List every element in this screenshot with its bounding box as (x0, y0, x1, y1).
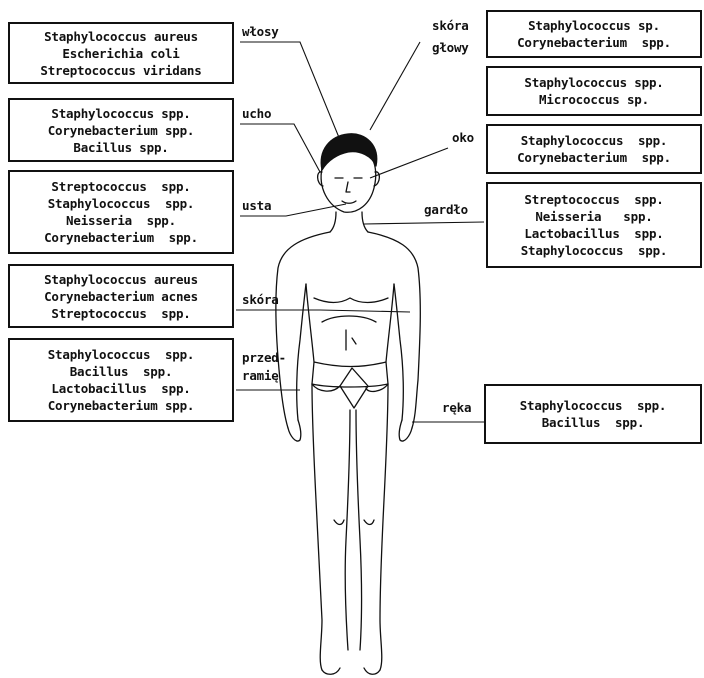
bacteria-name: Staphylococcus spp. (51, 105, 190, 122)
bacteria-name: Staphylococcus spp. (521, 242, 668, 259)
mouth (342, 201, 356, 203)
bacteria-name: Escherichia coli (62, 45, 179, 62)
box-skora: Staphylococcus aureus Corynebacterium ac… (8, 264, 234, 328)
neck-left (330, 212, 336, 232)
bacteria-name: Micrococcus sp. (539, 91, 649, 108)
label-gardlo: gardło (424, 202, 468, 218)
leader-ucho (240, 124, 320, 172)
box-wlosy: Staphylococcus aureus Escherichia coli S… (8, 22, 234, 84)
bacteria-name: Streptococcus spp. (51, 178, 190, 195)
ribs (322, 316, 376, 322)
left-shoulder (276, 232, 330, 428)
right-inner-arm (394, 284, 403, 420)
leader-oko (370, 148, 448, 178)
box-gardlo: Streptococcus spp. Neisseria spp. Lactob… (486, 182, 702, 268)
bacteria-name: Neisseria spp. (535, 208, 652, 225)
right-shoulder (368, 232, 420, 428)
label-skora-glowy-1: skóra (432, 18, 469, 34)
chest (314, 298, 388, 303)
bacteria-name: Bacillus spp. (70, 363, 173, 380)
neck-right (362, 212, 368, 232)
label-skora-glowy-2: głowy (432, 40, 469, 56)
abdomen (346, 330, 356, 350)
briefs-legs (312, 384, 388, 391)
knees (334, 520, 374, 525)
bacteria-name: Corynebacterium spp. (517, 34, 671, 51)
briefs-diamond (340, 368, 368, 408)
torso-right (386, 284, 394, 362)
box-glowa-2: Staphylococcus spp. Micrococcus sp. (486, 66, 702, 116)
bacteria-name: Streptococcus spp. (51, 305, 190, 322)
bacteria-name: Neisseria spp. (66, 212, 176, 229)
leader-skora-glowy (370, 42, 420, 130)
bacteria-name: Corynebacterium spp. (48, 397, 195, 414)
bacteria-name: Staphylococcus sp. (528, 17, 660, 34)
label-oko: oko (452, 130, 474, 146)
bacteria-name: Staphylococcus spp. (521, 132, 668, 149)
box-skora-glowy: Staphylococcus sp. Corynebacterium spp. (486, 10, 702, 58)
feet (322, 668, 380, 674)
left-inner-arm (297, 284, 306, 420)
box-ucho: Staphylococcus spp. Corynebacterium spp.… (8, 98, 234, 162)
label-przedramie-2: ramię (242, 368, 279, 384)
torso-left (306, 284, 314, 362)
bacteria-name: Streptococcus viridans (40, 62, 201, 79)
bacteria-name: Corynebacterium spp. (517, 149, 671, 166)
bacteria-name: Streptococcus spp. (524, 191, 663, 208)
bacteria-name: Bacillus spp. (73, 139, 168, 156)
bacteria-name: Staphylococcus spp. (48, 346, 195, 363)
right-hand (399, 420, 412, 441)
left-leg-outer (312, 384, 322, 670)
bacteria-name: Corynebacterium spp. (48, 122, 195, 139)
head-outline (321, 158, 376, 212)
leader-wlosy (240, 42, 340, 140)
box-przedramie: Staphylococcus spp. Bacillus spp. Lactob… (8, 338, 234, 422)
bacteria-name: Corynebacterium acnes (44, 288, 198, 305)
box-oko: Staphylococcus spp. Corynebacterium spp. (486, 124, 702, 174)
label-przedramie-1: przed- (242, 350, 286, 366)
box-usta: Streptococcus spp. Staphylococcus spp. N… (8, 170, 234, 254)
hair (321, 134, 376, 170)
label-reka: ręka (442, 400, 471, 416)
right-leg-outer (380, 384, 388, 670)
bacteria-name: Lactobacillus spp. (51, 380, 190, 397)
label-wlosy: włosy (242, 24, 279, 40)
bacteria-name: Staphylococcus spp. (520, 397, 667, 414)
bacteria-name: Staphylococcus aureus (44, 271, 198, 288)
label-skora: skóra (242, 292, 279, 308)
bacteria-name: Staphylococcus spp. (48, 195, 195, 212)
left-leg-inner (345, 410, 350, 650)
bacteria-name: Lactobacillus spp. (524, 225, 663, 242)
leader-skora (236, 310, 410, 312)
bacteria-name: Corynebacterium spp. (44, 229, 198, 246)
label-ucho: ucho (242, 106, 271, 122)
bacteria-name: Bacillus spp. (542, 414, 645, 431)
bacteria-name: Staphylococcus spp. (524, 74, 663, 91)
left-hand (288, 420, 301, 441)
leader-gardlo (364, 222, 484, 224)
bacteria-name: Staphylococcus aureus (44, 28, 198, 45)
box-reka: Staphylococcus spp. Bacillus spp. (484, 384, 702, 444)
briefs-band (312, 362, 388, 387)
label-usta: usta (242, 198, 271, 214)
right-leg-inner (356, 410, 362, 650)
nose (346, 182, 350, 192)
